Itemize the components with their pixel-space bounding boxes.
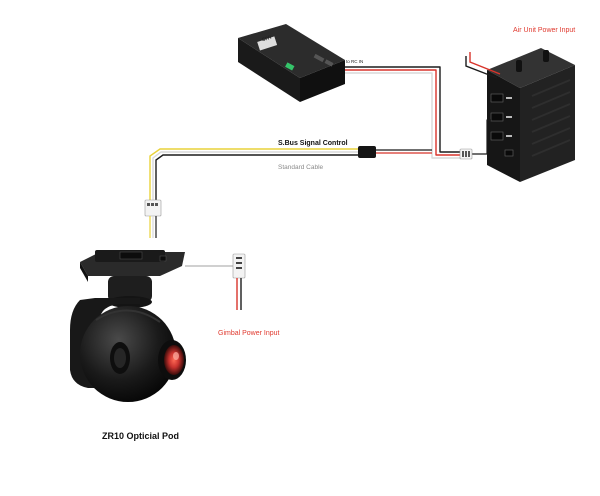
port-uart [490,131,504,141]
port-ethernet [490,112,504,122]
receiver-unit [238,24,345,102]
air-unit-power-cable [465,52,501,79]
standard-cable-label: Standard Cable [278,164,324,171]
sbus-signal-cable [149,148,360,200]
receiver-to-air-unit-cable [345,66,491,159]
air-unit [487,48,575,182]
receiver-port-mark: to RC IN [346,59,364,64]
sbus-connector [144,199,162,217]
sbus-signal-label: S.Bus Signal Control [278,140,348,147]
pod-title: ZR10 Opticial Pod [102,431,180,441]
air-unit-power-label: Air Unit Power Input [513,27,576,34]
gimbal-power-cable [185,253,246,310]
status-led-icon [285,62,295,71]
receiver-logo-plate [257,36,278,51]
gimbal-power-label: Gimbal Power Input [218,330,280,337]
port-sbus [504,149,514,157]
port-power [490,93,504,103]
zr10-pod [70,250,186,402]
pod-port-icon [119,251,143,260]
lens-icon [164,345,184,375]
sbus-plug [358,146,376,158]
